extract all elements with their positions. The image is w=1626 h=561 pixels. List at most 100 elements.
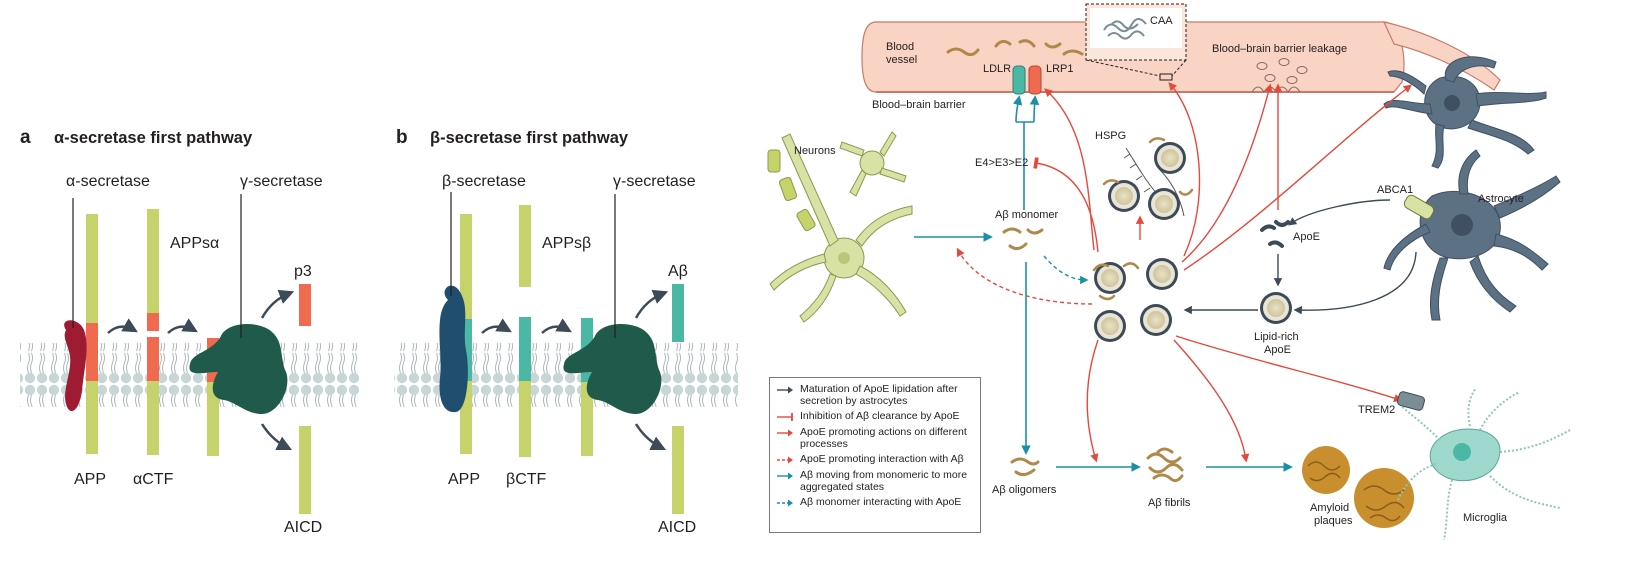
blood-vessel-label-2: vessel: [886, 54, 917, 66]
beta-secretase-label: β-secretase: [442, 173, 526, 190]
ldlr-receptor: [1012, 65, 1026, 95]
lrp1-receptor: [1028, 65, 1042, 95]
monomer-to-apoe: [1043, 255, 1089, 285]
aicd-fragment-a: [299, 426, 311, 514]
apoe-promoting-arrows: [1044, 82, 1412, 463]
legend-item-label: Maturation of ApoE lipidation after secr…: [800, 383, 958, 407]
legend-arrow-icon: [777, 386, 793, 394]
gamma-secretase-enzyme-b: [563, 324, 662, 414]
app-abeta-region: [86, 323, 98, 381]
aicd-fragment-b: [672, 426, 684, 514]
trem2-receptor: [1397, 391, 1425, 411]
apoe-molecules: [1260, 220, 1290, 248]
panel-a-title: α-secretase first pathway: [54, 129, 253, 147]
arrow-a1: [107, 318, 138, 334]
abca1-transporter: [1403, 194, 1435, 220]
bbb-leak-label: Blood–brain barrier leakage: [1212, 43, 1347, 55]
amyloid-plaques: [1302, 446, 1414, 528]
caa-label: CAA: [1150, 15, 1173, 27]
aicd-label-a: AICD: [284, 519, 322, 536]
legend-item: ApoE promoting interaction with Aβ: [776, 453, 974, 466]
ab-fibrils: [1146, 447, 1184, 483]
ab-oligomers-label: Aβ oligomers: [992, 484, 1057, 496]
appsb-fragment: [519, 205, 531, 287]
abeta-label: Aβ: [668, 263, 688, 280]
legend-item: ApoE promoting actions on different proc…: [776, 426, 974, 450]
inhibit-clearance: [1033, 157, 1099, 253]
alpha-secretase-label: α-secretase: [66, 173, 150, 190]
astrocyte-top: [1383, 56, 1547, 169]
panel-b-letter: b: [396, 127, 408, 148]
appsa-fragment: [147, 209, 159, 331]
ab-oligomers: [1010, 457, 1040, 477]
panel-a: a α-secretase first pathway α-secretase …: [20, 127, 360, 536]
bbb-label: Blood–brain barrier: [872, 99, 966, 111]
bctf-label: βCTF: [506, 471, 547, 488]
astrocyte-label: Astrocyte: [1478, 193, 1524, 205]
p3-fragment: [299, 284, 311, 326]
panel-c: Blood vessel LDLR LRP1 Blood–brain barri…: [767, 3, 1571, 541]
blood-vessel-label-1: Blood: [886, 41, 914, 53]
legend-item-label: Aβ moving from monomeric to more aggrega…: [800, 469, 968, 493]
appsa-label: APPsα: [170, 235, 219, 252]
legend-arrow-icon: [777, 499, 793, 507]
beta-secretase-enzyme: [439, 285, 468, 413]
hspg-label: HSPG: [1095, 130, 1126, 142]
legend-item-label: Aβ monomer interacting with ApoE: [800, 496, 962, 508]
arrow-a2: [167, 318, 198, 334]
abeta-fragment: [672, 284, 684, 342]
plaques-label-1: Amyloid: [1310, 502, 1349, 514]
p3-label: p3: [294, 263, 312, 280]
ab-monomers: [1002, 227, 1044, 251]
isoform-order-label: E4>E3>E2: [975, 157, 1028, 169]
lipid-rich-label-2: ApoE: [1264, 344, 1291, 356]
lipid-rich-label-1: Lipid-rich: [1254, 331, 1299, 343]
bbb-leak-droplets: [1251, 58, 1308, 93]
astrocyte-main: [1383, 149, 1561, 321]
legend-item-label: ApoE promoting interaction with Aβ: [800, 453, 964, 465]
microglia-label: Microglia: [1463, 512, 1508, 524]
gamma-secretase-label-b: γ-secretase: [613, 173, 696, 190]
abca1-label: ABCA1: [1377, 184, 1413, 196]
legend-item: Aβ monomer interacting with ApoE: [776, 496, 974, 509]
microglia: [1397, 387, 1571, 541]
gamma-secretase-enzyme-a: [189, 324, 288, 414]
arrow-b3: [634, 289, 669, 319]
trem2-label: TREM2: [1358, 404, 1395, 416]
actf-label: αCTF: [133, 471, 174, 488]
arrow-a4: [260, 423, 293, 451]
ldlr-label: LDLR: [983, 63, 1011, 75]
panel-b: b β-secretase first pathway β-secretase …: [394, 127, 738, 536]
appsb-label: APPsβ: [542, 235, 591, 252]
panel-b-title: β-secretase first pathway: [430, 129, 629, 147]
arrow-a3: [260, 289, 295, 319]
ab-fibrils-label: Aβ fibrils: [1148, 497, 1191, 509]
legend-box: Maturation of ApoE lipidation after secr…: [769, 377, 981, 533]
neurons: [769, 131, 913, 323]
plaques-label-2: plaques: [1314, 515, 1353, 527]
apoe-label: ApoE: [1293, 231, 1320, 243]
abeta-in-blood: [946, 39, 1084, 57]
apoe-promote-interaction: [956, 247, 1093, 305]
legend-arrow-icon: [777, 429, 793, 437]
apoe-particles: [1094, 142, 1292, 342]
aicd-label-b: AICD: [658, 519, 696, 536]
ab-monomer-label: Aβ monomer: [995, 209, 1059, 221]
neurons-label: Neurons: [794, 145, 836, 157]
panel-a-letter: a: [20, 127, 31, 148]
app-label-a: APP: [74, 471, 106, 488]
hspg-chains: [1123, 147, 1185, 217]
app-label-b: APP: [448, 471, 480, 488]
legend-item: Inhibition of Aβ clearance by ApoE: [776, 410, 974, 423]
legend-arrow-icon: [777, 456, 793, 464]
gamma-secretase-label-a: γ-secretase: [240, 173, 323, 190]
legend-item-label: Inhibition of Aβ clearance by ApoE: [800, 410, 960, 422]
arrow-b4: [634, 423, 667, 451]
alpha-secretase-enzyme: [64, 320, 87, 412]
lrp1-label: LRP1: [1046, 63, 1074, 75]
legend-arrow-icon: [777, 472, 793, 480]
legend-arrow-icon: [777, 413, 793, 421]
arrow-b1: [481, 318, 512, 334]
legend-item-label: ApoE promoting actions on different proc…: [800, 426, 967, 450]
